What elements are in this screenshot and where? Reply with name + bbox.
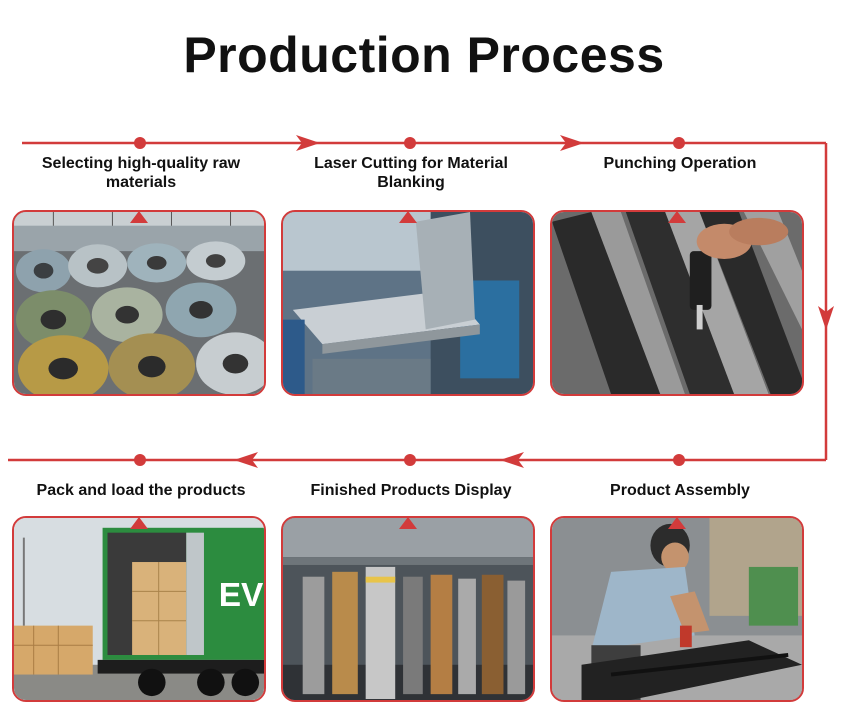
arrow-right-icon	[296, 135, 320, 151]
step-label-2: Laser Cutting for Material Blanking	[314, 155, 508, 191]
aluminum-profile-punching-photo	[550, 210, 804, 396]
bollard-showroom-photo	[281, 516, 535, 702]
arrow-left-icon	[500, 452, 524, 468]
step-dot-3	[673, 137, 685, 149]
step-dot-5	[404, 454, 416, 466]
triangle-pointer-icon	[399, 212, 417, 223]
step-label-3: Punching Operation	[603, 155, 757, 172]
container-loading-photo: EV	[12, 516, 266, 702]
arrow-left-icon	[234, 452, 258, 468]
triangle-pointer-icon	[130, 212, 148, 223]
step-dot-6	[134, 454, 146, 466]
step-label-1: Selecting high-quality raw materials	[41, 155, 241, 191]
sheet-metal-cutting-photo	[281, 210, 535, 396]
arrow-right-icon	[560, 135, 584, 151]
page-title: Production Process	[183, 27, 665, 83]
step-dot-2	[404, 137, 416, 149]
arrow-down-icon	[818, 306, 834, 330]
steel-coils-photo	[12, 210, 266, 396]
triangle-pointer-icon	[668, 212, 686, 223]
triangle-pointer-icon	[130, 518, 148, 529]
worker-assembling-photo	[550, 516, 804, 702]
triangle-pointer-icon	[668, 518, 686, 529]
step-dot-4	[673, 454, 685, 466]
step-label-6: Pack and load the products	[36, 482, 246, 499]
step-label-5: Finished Products Display	[310, 482, 512, 499]
step-dot-1	[134, 137, 146, 149]
step-label-4: Product Assembly	[610, 482, 750, 499]
container-logo-text: EV	[219, 577, 264, 614]
triangle-pointer-icon	[399, 518, 417, 529]
